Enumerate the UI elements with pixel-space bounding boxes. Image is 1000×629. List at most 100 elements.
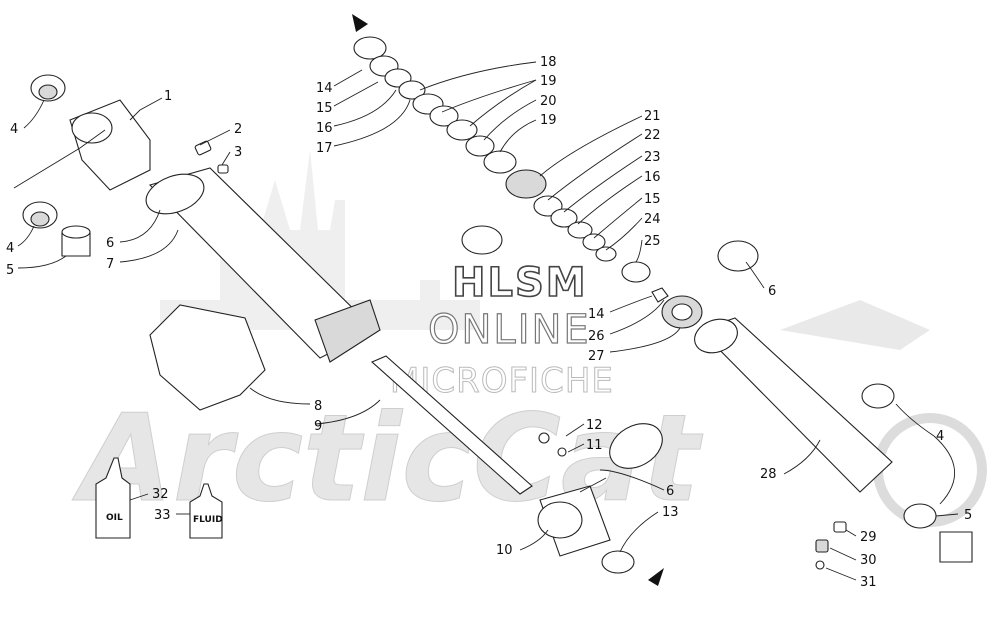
watermark-fender bbox=[780, 300, 930, 350]
leader-28 bbox=[783, 439, 821, 475]
shim-11 bbox=[550, 208, 578, 228]
spring-cover bbox=[149, 304, 266, 411]
screw-30 bbox=[815, 539, 829, 553]
leader-15a bbox=[333, 81, 379, 107]
leader-19b bbox=[469, 79, 537, 127]
leader-8 bbox=[249, 387, 311, 405]
arrow-bottom bbox=[648, 568, 664, 586]
part-shim-stack bbox=[352, 14, 669, 303]
shim-9 bbox=[483, 150, 517, 174]
callout-22: 22 bbox=[644, 128, 661, 143]
bushing-top-hole bbox=[38, 84, 58, 100]
callout-5-left: 5 bbox=[6, 263, 14, 278]
callout-1: 1 bbox=[164, 89, 172, 104]
oil-bottle-label: OIL bbox=[106, 513, 123, 523]
seal-head-hole bbox=[671, 303, 693, 321]
leader-19a bbox=[441, 79, 537, 113]
callout-7: 7 bbox=[106, 257, 114, 272]
callout-14-top: 14 bbox=[316, 81, 333, 96]
leader-13 bbox=[619, 511, 659, 553]
body-tube-end bbox=[314, 299, 381, 363]
piston bbox=[505, 169, 547, 199]
leader-11 bbox=[567, 443, 585, 453]
shim-7 bbox=[446, 119, 478, 141]
leader-18 bbox=[419, 61, 537, 91]
callout-10: 10 bbox=[496, 543, 513, 558]
callout-6-bottom: 6 bbox=[666, 484, 674, 499]
leader-16a bbox=[333, 89, 397, 127]
leader-3 bbox=[221, 151, 231, 166]
callout-6-right: 6 bbox=[768, 284, 776, 299]
leader-1 bbox=[129, 97, 163, 121]
ball-11 bbox=[557, 447, 567, 457]
shim-8 bbox=[465, 135, 495, 157]
leader-4c bbox=[895, 403, 935, 437]
callout-29: 29 bbox=[860, 530, 877, 545]
watermark-line1: HLSM bbox=[452, 260, 588, 306]
reservoir-ring bbox=[717, 240, 759, 272]
nut bbox=[651, 287, 669, 303]
leader-6a bbox=[119, 209, 161, 243]
callout-13: 13 bbox=[662, 505, 679, 520]
leader-29 bbox=[845, 529, 857, 537]
leader-4b bbox=[17, 225, 35, 247]
callout-9: 9 bbox=[314, 419, 322, 434]
callout-19-bottom: 19 bbox=[540, 113, 557, 128]
callout-15-top: 15 bbox=[316, 101, 333, 116]
callout-31: 31 bbox=[860, 575, 877, 590]
shim-4 bbox=[398, 80, 426, 100]
fluid-bottle-label: FLUID bbox=[193, 515, 223, 525]
callout-4-left: 4 bbox=[6, 241, 14, 256]
eyelet-cap bbox=[69, 99, 151, 191]
callout-26: 26 bbox=[588, 329, 605, 344]
callout-24: 24 bbox=[644, 212, 661, 227]
callout-21: 21 bbox=[644, 109, 661, 124]
fluid-bottle bbox=[189, 483, 223, 539]
reservoir-mouth bbox=[694, 318, 738, 354]
o-ring bbox=[609, 423, 663, 469]
leader-14b bbox=[609, 295, 653, 313]
ball-31 bbox=[815, 560, 825, 570]
shim-1 bbox=[353, 36, 387, 60]
part-body-tube bbox=[145, 167, 381, 363]
part-piston-head bbox=[537, 423, 664, 586]
leader-20 bbox=[483, 99, 537, 141]
leader-14a bbox=[333, 69, 363, 87]
leader-24 bbox=[605, 217, 643, 251]
callout-5-right: 5 bbox=[964, 508, 972, 523]
callout-4-right: 4 bbox=[936, 429, 944, 444]
leader-6b bbox=[745, 261, 765, 289]
callout-33: 33 bbox=[154, 508, 171, 523]
callout-20: 20 bbox=[540, 94, 557, 109]
callout-3: 3 bbox=[234, 145, 242, 160]
callout-25: 25 bbox=[644, 234, 661, 249]
leader-4c-b bbox=[933, 435, 955, 505]
callout-2: 2 bbox=[234, 122, 242, 137]
leader-9 bbox=[315, 399, 381, 425]
part-body-cap bbox=[22, 74, 229, 257]
leader-lines bbox=[13, 61, 959, 581]
callout-11: 11 bbox=[586, 438, 603, 453]
seal-ring-left bbox=[461, 225, 503, 255]
leader-body-cap bbox=[13, 129, 106, 189]
leader-23 bbox=[563, 155, 643, 213]
bushing-right bbox=[903, 503, 937, 529]
leader-21 bbox=[539, 115, 643, 177]
part-seal-group bbox=[461, 225, 703, 329]
callout-6-left: 6 bbox=[106, 236, 114, 251]
leader-7 bbox=[119, 229, 179, 263]
shim-6 bbox=[429, 105, 459, 127]
callouts: 1 2 3 4 4 5 6 7 8 9 14 15 16 17 18 19 20… bbox=[6, 55, 972, 590]
callout-28: 28 bbox=[760, 467, 777, 482]
piston-head-face bbox=[537, 501, 583, 539]
leader-4a bbox=[23, 99, 45, 129]
shim-15 bbox=[621, 261, 651, 283]
valve-29 bbox=[833, 521, 847, 533]
valve-cap bbox=[217, 164, 229, 174]
callout-16-top: 16 bbox=[316, 121, 333, 136]
leader-6c-b bbox=[579, 477, 607, 493]
callout-4-top: 4 bbox=[10, 122, 18, 137]
leader-12 bbox=[565, 423, 585, 437]
